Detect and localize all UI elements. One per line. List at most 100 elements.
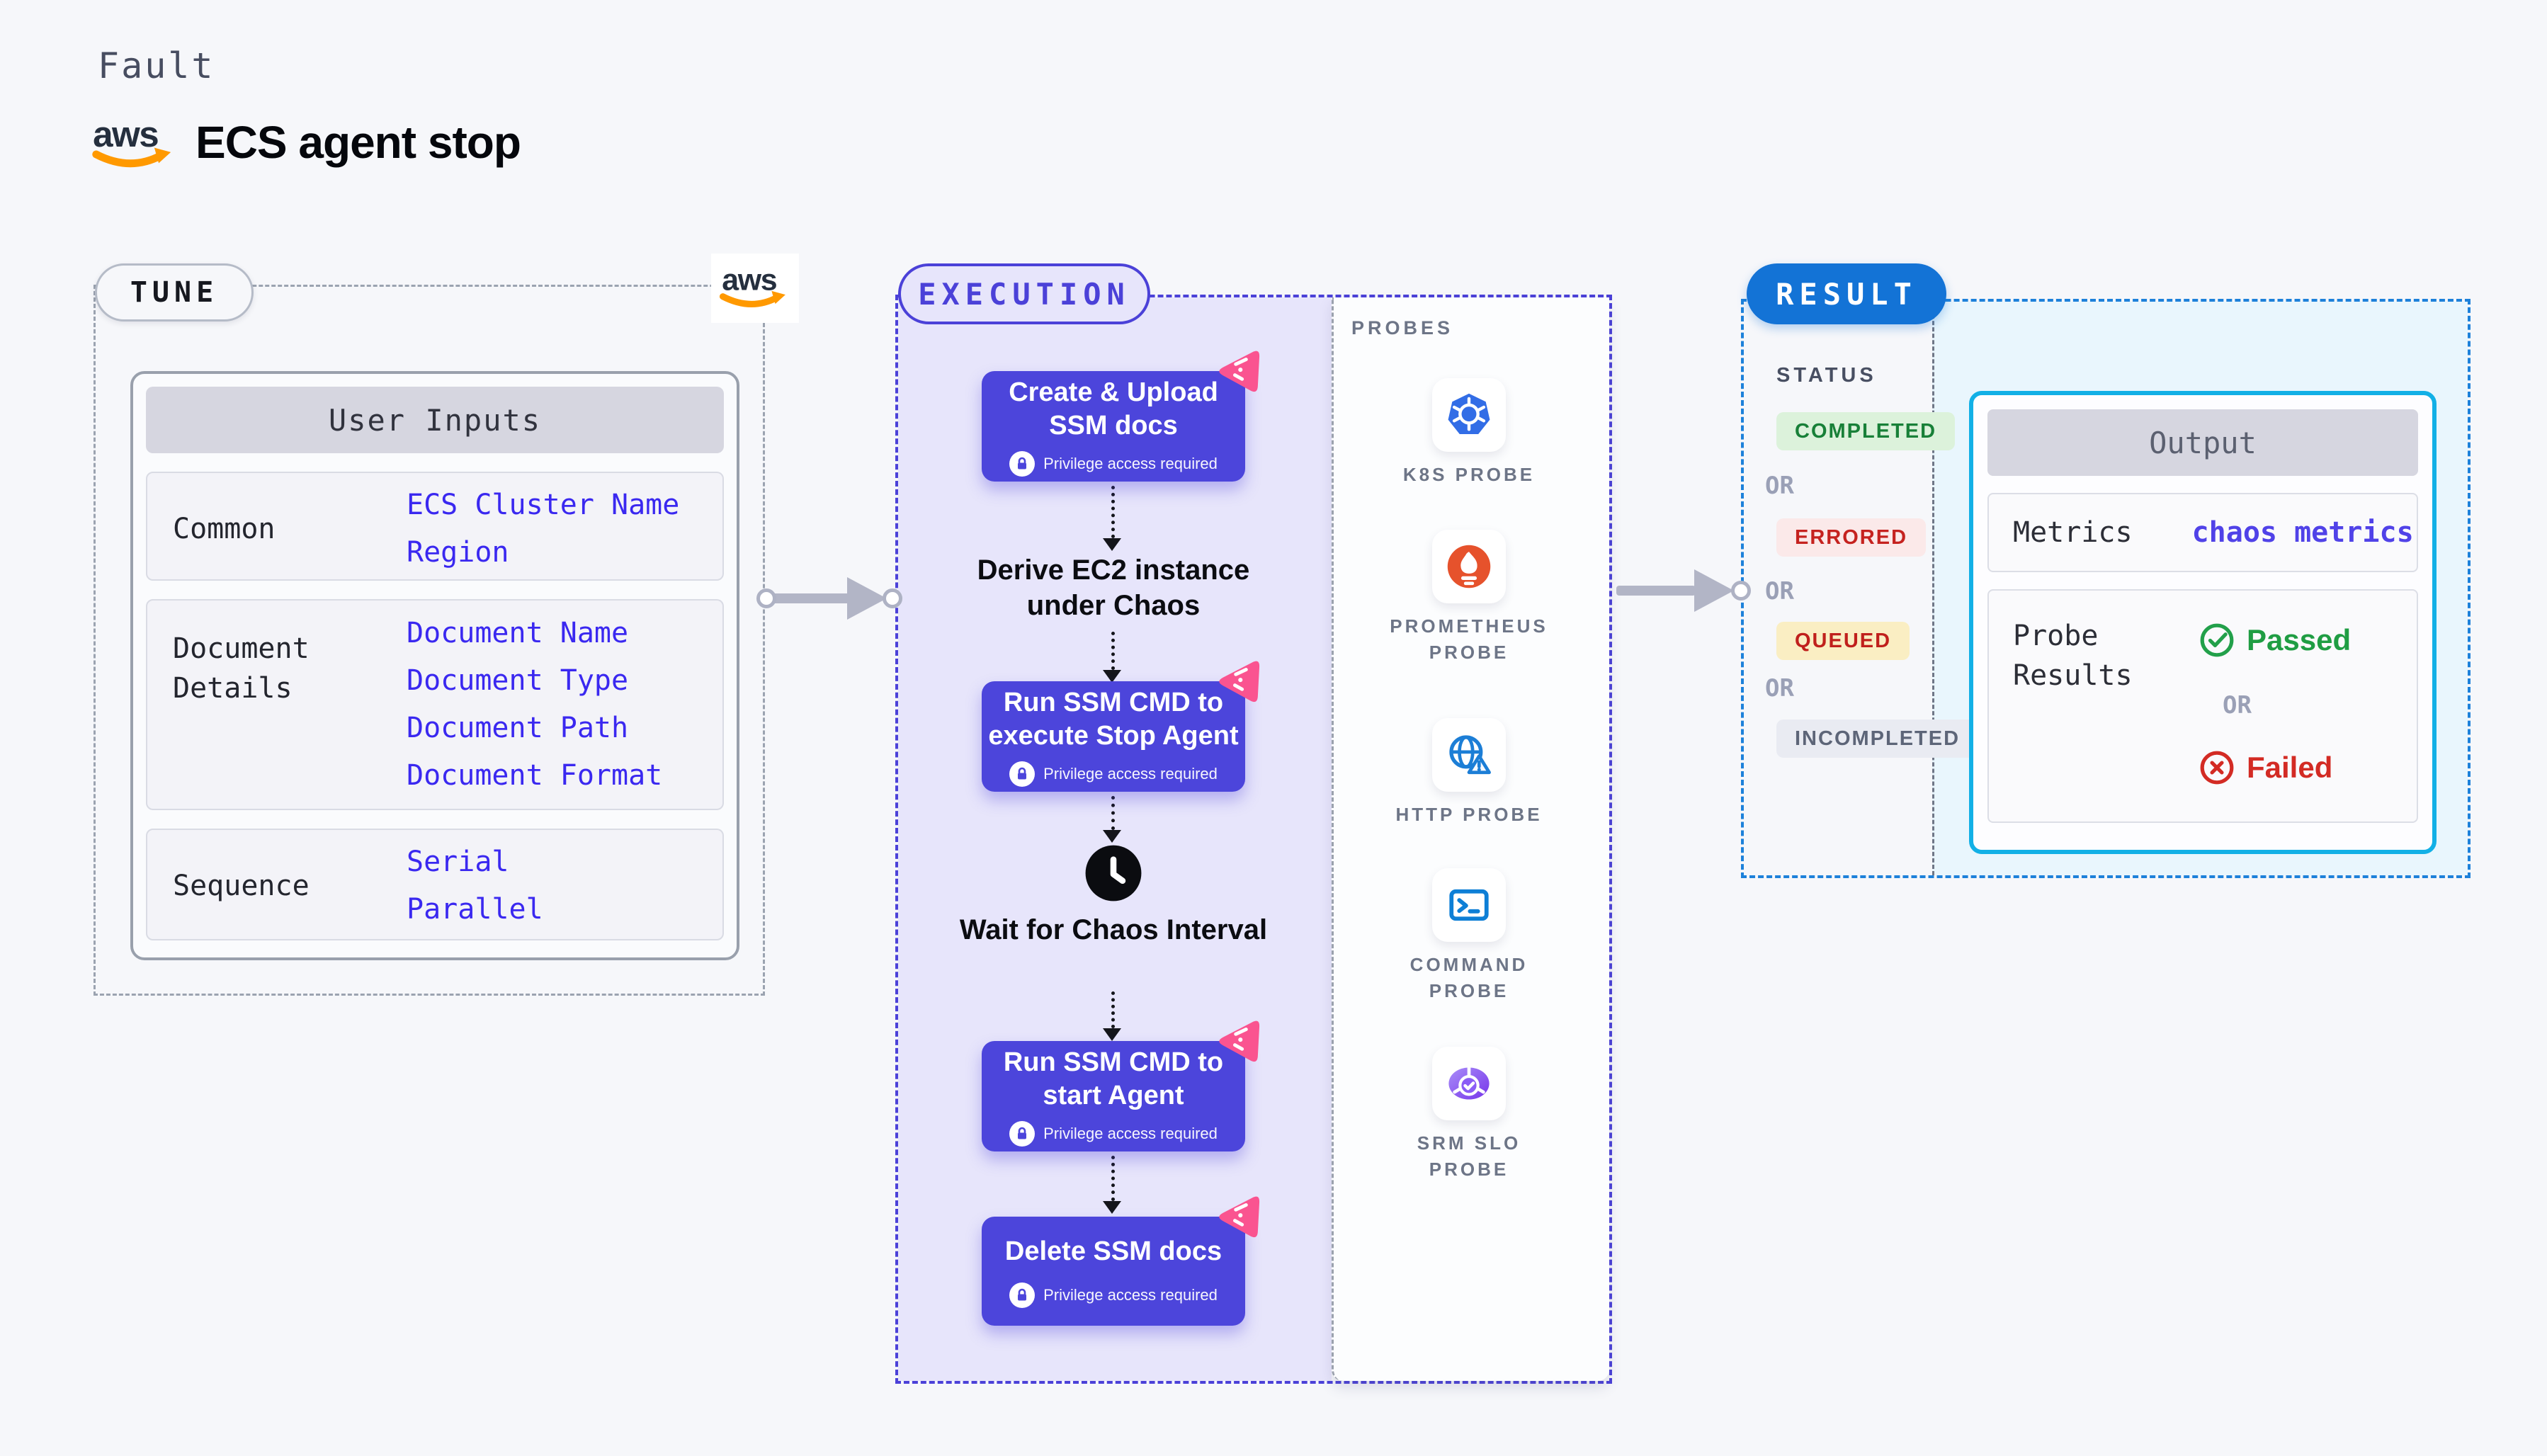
- probe-card-k8s: [1432, 378, 1506, 452]
- step-title: Delete SSM docs: [1004, 1236, 1223, 1266]
- tune-section-box: [93, 285, 765, 996]
- arrow-head-icon: [1694, 569, 1734, 612]
- execution-section-pill: EXECUTION: [898, 263, 1150, 324]
- user-inputs-row-common: Common ECS Cluster Name Region: [146, 472, 724, 581]
- flow-connector: [1111, 486, 1115, 538]
- step-title: Create & Upload SSM docs: [1009, 377, 1218, 440]
- flow-connector: [1111, 796, 1115, 830]
- metrics-label: Metrics: [2013, 516, 2133, 549]
- tune-section-pill: TUNE: [95, 263, 254, 322]
- passed-label: Passed: [2247, 623, 2352, 656]
- output-card: Output Metrics chaos metrics Probe Resul…: [1969, 391, 2437, 854]
- x-circle-icon: [2200, 751, 2234, 785]
- probe-label-command: COMMAND PROBE: [1409, 954, 1528, 1001]
- status-column-label: STATUS: [1776, 364, 1877, 387]
- flow-connector: [1111, 632, 1115, 670]
- input-link-document-format[interactable]: Document Format: [407, 759, 663, 792]
- prometheus-icon: [1447, 545, 1491, 588]
- input-link-document-path[interactable]: Document Path: [407, 712, 629, 744]
- probe-card-prometheus: [1432, 530, 1506, 603]
- aws-smile-icon: [92, 150, 165, 168]
- aws-smile-icon: [719, 293, 781, 307]
- aws-logo: aws: [91, 113, 178, 176]
- step-run-ssm-stop-agent[interactable]: Run SSM CMD to execute Stop Agent Privil…: [982, 661, 1260, 792]
- or-separator: OR: [1765, 577, 1794, 605]
- status-badge-queued: QUEUED: [1776, 622, 1910, 660]
- failed-label: Failed: [2247, 751, 2333, 784]
- arrow-down-icon: [1103, 1201, 1121, 1214]
- input-link-document-type[interactable]: Document Type: [407, 664, 629, 697]
- user-inputs-card: User Inputs Common ECS Cluster Name Regi…: [130, 371, 739, 960]
- probe-card-command: [1432, 868, 1506, 942]
- step-derive-ec2-text: Derive EC2 instance under Chaos: [977, 554, 1250, 621]
- terminal-icon: [1449, 889, 1489, 921]
- connector-dot: [883, 588, 902, 608]
- srm-slo-icon: [1448, 1066, 1490, 1100]
- check-circle-icon: [2200, 623, 2234, 657]
- step-delete-ssm-docs[interactable]: Delete SSM docs Privilege access require…: [982, 1196, 1260, 1326]
- page-title: ECS agent stop: [195, 117, 521, 168]
- status-badge-incompleted: INCOMPLETED: [1776, 720, 1979, 758]
- chaos-icon: [1219, 351, 1260, 392]
- flow-connector: [1111, 991, 1115, 1028]
- clock-icon: [1083, 843, 1144, 904]
- flow-connector: [1111, 1156, 1115, 1201]
- or-separator: OR: [1765, 674, 1794, 703]
- result-section-pill: RESULT: [1747, 263, 1946, 324]
- aws-corner-logo: aws: [711, 254, 799, 323]
- probe-label-http: HTTP PROBE: [1395, 804, 1543, 825]
- chaos-icon: [1219, 661, 1260, 703]
- arrow-down-icon: [1103, 538, 1121, 551]
- user-inputs-row-document-details: Document Details Document Name Document …: [146, 599, 724, 810]
- arrow-down-icon: [1103, 1028, 1121, 1041]
- privilege-note: Privilege access required: [1043, 455, 1218, 472]
- or-separator: OR: [1765, 472, 1794, 500]
- step-title: Run SSM CMD to start Agent: [1003, 1047, 1224, 1110]
- output-title: Output: [1987, 409, 2418, 476]
- connector-dot: [756, 588, 776, 608]
- result-divider: [1932, 302, 1934, 875]
- chaos-icon: [1219, 1196, 1260, 1238]
- probe-label-prometheus: PROMETHEUS PROBE: [1390, 615, 1548, 663]
- step-run-ssm-start-agent[interactable]: Run SSM CMD to start Agent Privilege acc…: [982, 1020, 1260, 1151]
- fault-kicker: Fault: [98, 45, 215, 86]
- http-globe-icon: [1449, 735, 1491, 775]
- input-link-document-name[interactable]: Document Name: [407, 617, 629, 649]
- chaos-icon: [1219, 1020, 1260, 1062]
- or-separator: OR: [2223, 691, 2252, 720]
- arrow-down-icon: [1103, 670, 1121, 683]
- user-inputs-row-sequence: Sequence Serial Parallel: [146, 829, 724, 940]
- lock-icon: [1009, 1282, 1036, 1308]
- probe-results-label: Probe Results: [2013, 620, 2133, 692]
- step-create-upload-ssm-docs[interactable]: Create & Upload SSM docs Privilege acces…: [982, 351, 1260, 482]
- metrics-row: Metrics chaos metrics: [1987, 493, 2418, 572]
- lock-icon: [1009, 1121, 1036, 1147]
- row-label: Document Details: [173, 632, 310, 705]
- user-inputs-title: User Inputs: [146, 387, 724, 453]
- input-link-ecs-cluster-name[interactable]: ECS Cluster Name: [407, 489, 680, 521]
- row-label: Common: [173, 513, 276, 545]
- privilege-note: Privilege access required: [1043, 1285, 1218, 1304]
- probes-panel: [1332, 297, 1609, 1381]
- kubernetes-icon: [1448, 393, 1490, 434]
- tune-to-execution-arrow: [768, 593, 850, 603]
- lock-icon: [1009, 451, 1036, 477]
- arrow-head-icon: [847, 577, 887, 620]
- probe-label-k8s: K8S PROBE: [1402, 464, 1536, 485]
- input-link-serial[interactable]: Serial: [407, 846, 509, 878]
- chaos-metrics-link[interactable]: chaos metrics: [2191, 516, 2414, 549]
- row-label: Sequence: [173, 870, 310, 902]
- privilege-note: Privilege access required: [1043, 765, 1218, 783]
- lock-icon: [1009, 761, 1036, 787]
- privilege-note: Privilege access required: [1043, 1125, 1218, 1142]
- probes-column-label: PROBES: [1351, 317, 1454, 339]
- aws-logo-text: aws: [722, 263, 777, 297]
- probe-results-row: Probe Results Passed OR Failed: [1987, 589, 2418, 823]
- input-link-region[interactable]: Region: [407, 536, 509, 569]
- input-link-parallel[interactable]: Parallel: [407, 893, 543, 926]
- step-title: Run SSM CMD to execute Stop Agent: [988, 688, 1239, 751]
- step-wait-chaos-text: Wait for Chaos Interval: [959, 914, 1268, 945]
- status-badge-errored: ERRORED: [1776, 518, 1927, 557]
- status-badge-completed: COMPLETED: [1776, 412, 1956, 450]
